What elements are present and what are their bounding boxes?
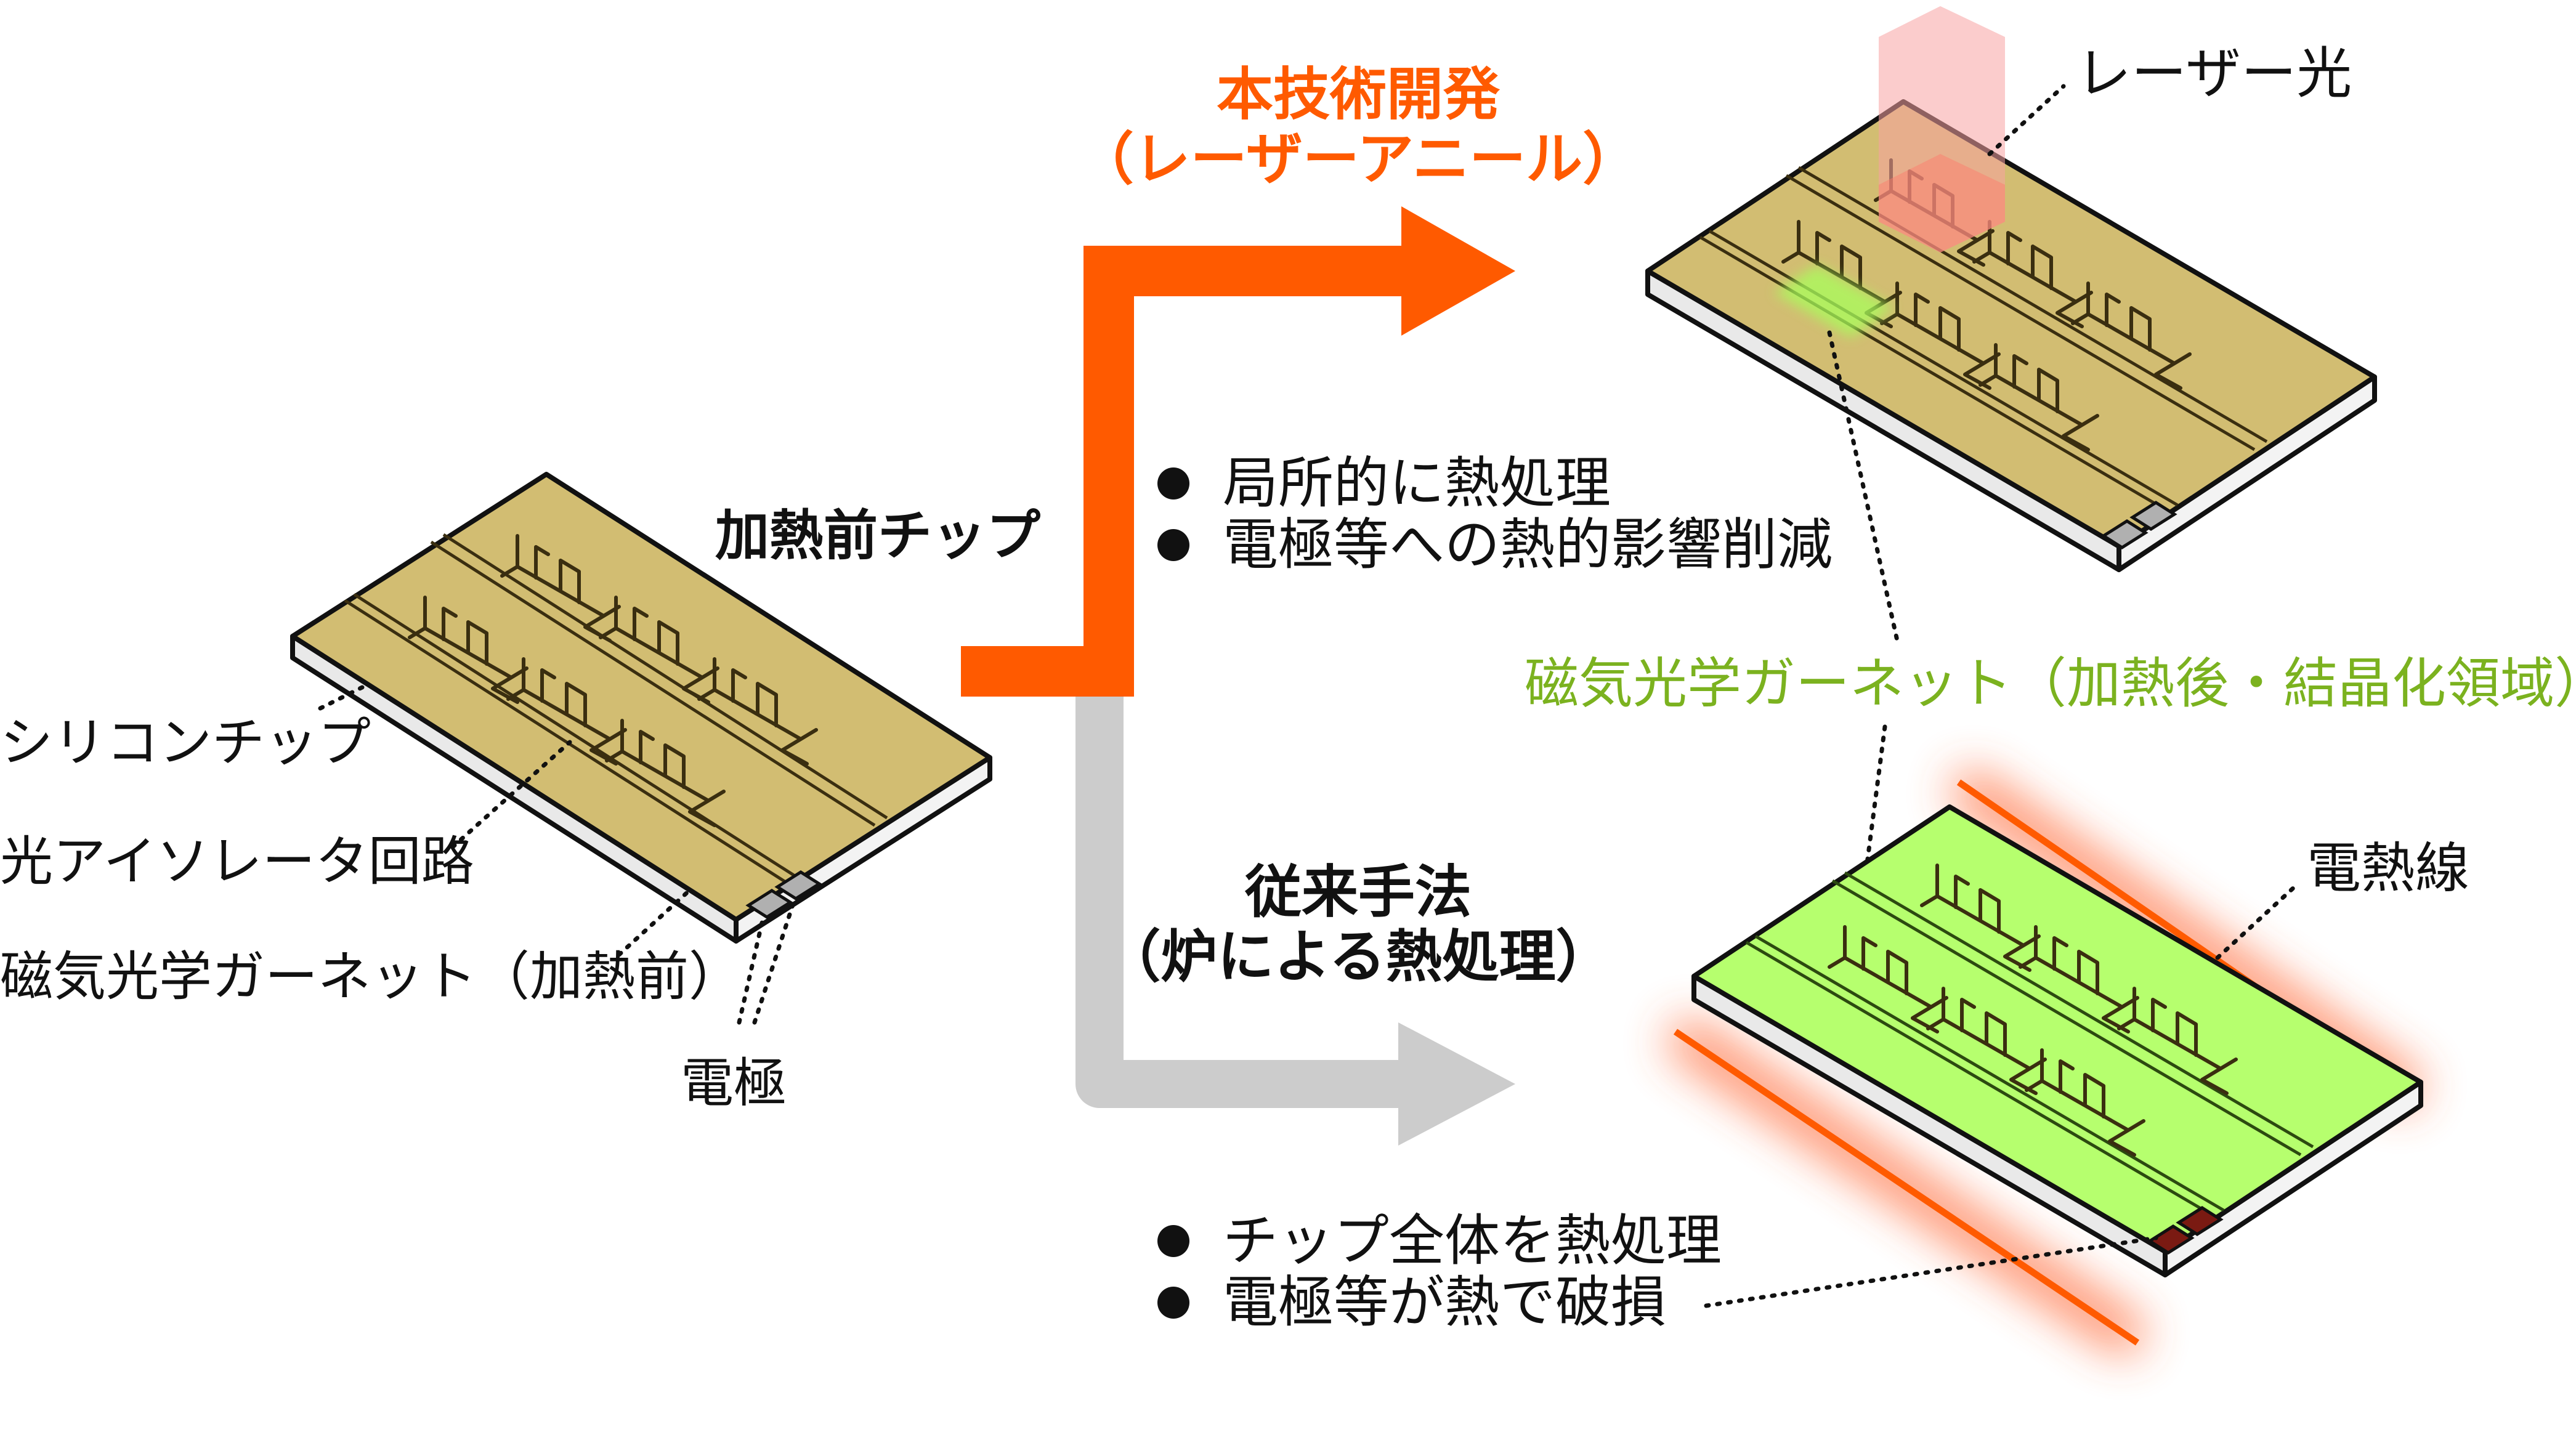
electrode-damaged [2176, 1206, 2224, 1236]
electrode [2129, 501, 2177, 531]
leader-garnet-upper [1827, 330, 1900, 643]
laser-title-line2: （レーザーアニール） [1077, 126, 1640, 192]
laser-bullets: 局所的に熱処理 電極等への熱的影響削減 [1157, 451, 1833, 577]
chip-before-electrodes [745, 870, 822, 919]
electrode-damaged [2147, 1224, 2195, 1255]
furnace-bullet-2: 電極等が熱で破損 [1223, 1270, 1666, 1335]
chip-before-heating [290, 472, 992, 944]
label-garnet-before: 磁気光学ガーネット（加熱前） [0, 946, 742, 1008]
bullet-dot [1157, 1287, 1189, 1319]
bullet-dot [1157, 529, 1189, 561]
laser-title-line1: 本技術開発 [1217, 62, 1501, 127]
leader-circuit [450, 740, 572, 849]
label-heater-wire: 電熱線 [2307, 836, 2469, 900]
electrode [2100, 519, 2149, 549]
arrow-furnace-route [1075, 668, 1515, 1146]
leader-silicon [318, 681, 372, 711]
leader-garnet-lower [1864, 724, 1887, 871]
label-laser-light: レーザー光 [2076, 41, 2352, 106]
furnace-bullets: チップ全体を熱処理 電極等が熱で破損 [1157, 1208, 1722, 1335]
label-isolator-circuit: 光アイソレータ回路 [0, 831, 474, 892]
leader-damaged-electrode [1704, 1236, 2158, 1308]
leader-electrode [737, 897, 797, 1025]
leader-garnet-before [617, 888, 692, 957]
chip-laser-annealed [1645, 99, 2377, 572]
laser-bullet-1: 局所的に熱処理 [1223, 451, 1611, 516]
label-silicon-chip: シリコンチップ [0, 712, 371, 774]
chip-furnace-heated [1691, 804, 2423, 1277]
arrow-laser-route [961, 206, 1515, 697]
chip-laser-waveguides [1699, 166, 2268, 513]
label-electrode: 電極 [681, 1053, 787, 1114]
bullet-dot [1157, 1225, 1189, 1257]
chip-before-title: 加熱前チップ [715, 504, 1040, 567]
furnace-title-line2: （炉による熱処理） [1104, 924, 1612, 990]
label-garnet-after: 磁気光学ガーネット（加熱後・結晶化領域） [1525, 652, 2576, 715]
leader-heater [2215, 884, 2297, 960]
laser-beam [1879, 6, 2005, 253]
bullet-dot [1157, 467, 1189, 500]
chip-furnace-waveguides [1745, 871, 2314, 1218]
heater-wire-1 [1673, 1029, 2140, 1346]
laser-bullet-2: 電極等への熱的影響削減 [1223, 512, 1833, 577]
furnace-bullet-1: チップ全体を熱処理 [1223, 1208, 1722, 1273]
crystallized-region-laser [1774, 265, 1894, 338]
furnace-title-line1: 従来手法 [1244, 859, 1472, 925]
